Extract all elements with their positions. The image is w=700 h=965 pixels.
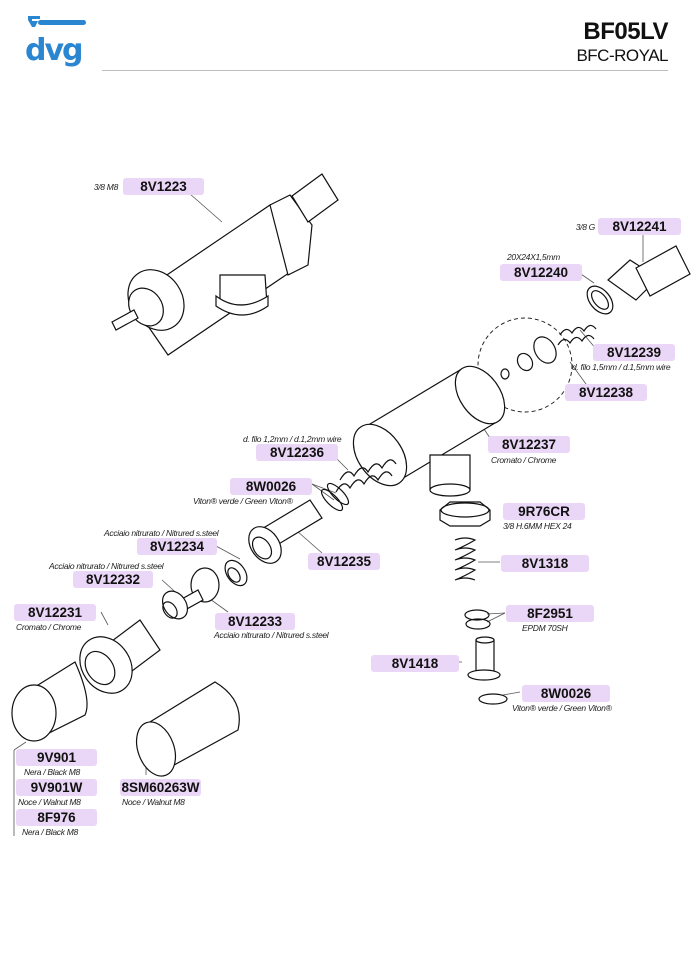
part-label-8f976[interactable]: 8F976 (16, 809, 97, 826)
header-divider (102, 70, 668, 71)
part-note: Nera / Black M8 (22, 827, 78, 837)
part-note: Nera / Black M8 (24, 767, 80, 777)
part-label-8v12235[interactable]: 8V12235 (308, 553, 380, 570)
part-note: 3/8 G (575, 222, 596, 232)
part-note: Acciaio nitrurato / Nitrured s.steel (104, 528, 219, 538)
part-label-8v12232[interactable]: 8V12232 (73, 571, 153, 588)
bonnet-drawing (79, 619, 161, 694)
part-note: Viton® verde / Green Viton® (512, 703, 612, 713)
cylinder-handle-drawing (135, 681, 240, 777)
spring-and-orings-drawing (320, 459, 397, 512)
model-name: BFC-ROYAL (576, 46, 668, 65)
assembled-tap-drawing (111, 173, 339, 356)
valve-body-drawing (352, 365, 506, 497)
part-note: 3/8 M8 (93, 182, 118, 192)
piston-drawing (248, 499, 323, 564)
knob-drawing (11, 661, 88, 742)
part-note: Noce / Walnut M8 (122, 797, 185, 807)
part-label-8v12238[interactable]: 8V12238 (565, 384, 647, 401)
part-label-8v12241[interactable]: 8V12241 (598, 218, 681, 235)
valve-inlet-drawing (477, 245, 691, 413)
logo-portafilter-cup-icon (28, 16, 40, 27)
part-note: EPDM 70SH (522, 623, 568, 633)
part-label-9r76cr[interactable]: 9R76CR (503, 503, 585, 520)
part-note: Viton® verde / Green Viton® (193, 496, 293, 506)
part-note: d. filo 1,2mm / d.1,2mm wire (243, 434, 342, 444)
part-note: Cromato / Chrome (491, 455, 557, 465)
part-label-8v12231[interactable]: 8V12231 (14, 604, 96, 621)
part-label-9v901[interactable]: 9V901 (16, 749, 97, 766)
part-label-8sm60263w[interactable]: 8SM60263W (120, 779, 201, 796)
stem-nut-drawing (161, 590, 189, 620)
hex-nut-drawing (439, 501, 491, 527)
part-label-8f2951[interactable]: 8F2951 (506, 605, 594, 622)
part-note: Cromato / Chrome (16, 622, 82, 632)
oring-8w0026-drawing (478, 693, 508, 705)
part-note: 3/8 H.6MM HEX 24 (503, 521, 572, 531)
part-label-8v12239[interactable]: 8V12239 (593, 344, 675, 361)
spring-8v1318-drawing (454, 537, 477, 581)
part-label-8v1418[interactable]: 8V1418 (371, 655, 459, 672)
part-label-8v12240[interactable]: 8V12240 (500, 264, 582, 281)
part-label-8v12237[interactable]: 8V12237 (488, 436, 570, 453)
part-label-8w0026-lower[interactable]: 8W0026 (522, 685, 610, 702)
part-note: Noce / Walnut M8 (18, 797, 81, 807)
part-label-8v1318[interactable]: 8V1318 (501, 555, 589, 572)
plunger-8v1418-drawing (467, 636, 501, 681)
part-label-8v1223[interactable]: 8V1223 (123, 178, 204, 195)
part-note: Acciaio nitrurato / Nitrured s.steel (49, 561, 164, 571)
part-label-8v12236[interactable]: 8V12236 (256, 444, 338, 461)
part-label-9v901w[interactable]: 9V901W (16, 779, 97, 796)
dvg-logo: dvg (25, 16, 86, 68)
model-code: BF05LV (583, 18, 668, 45)
part-label-8v12233[interactable]: 8V12233 (215, 613, 295, 630)
logo-text: dvg (25, 33, 82, 68)
part-note: Acciaio nitrurato / Nitrured s.steel (214, 630, 329, 640)
part-note: 20X24X1,5mm (507, 252, 560, 262)
part-label-8v12234[interactable]: 8V12234 (137, 538, 217, 555)
logo-handle-icon (38, 20, 86, 25)
oring-8f2951-drawing (464, 609, 491, 630)
part-label-8w0026[interactable]: 8W0026 (230, 478, 312, 495)
part-note: d. filo 1,5mm / d.1,5mm wire (572, 362, 671, 372)
seal-drawing (224, 559, 248, 587)
